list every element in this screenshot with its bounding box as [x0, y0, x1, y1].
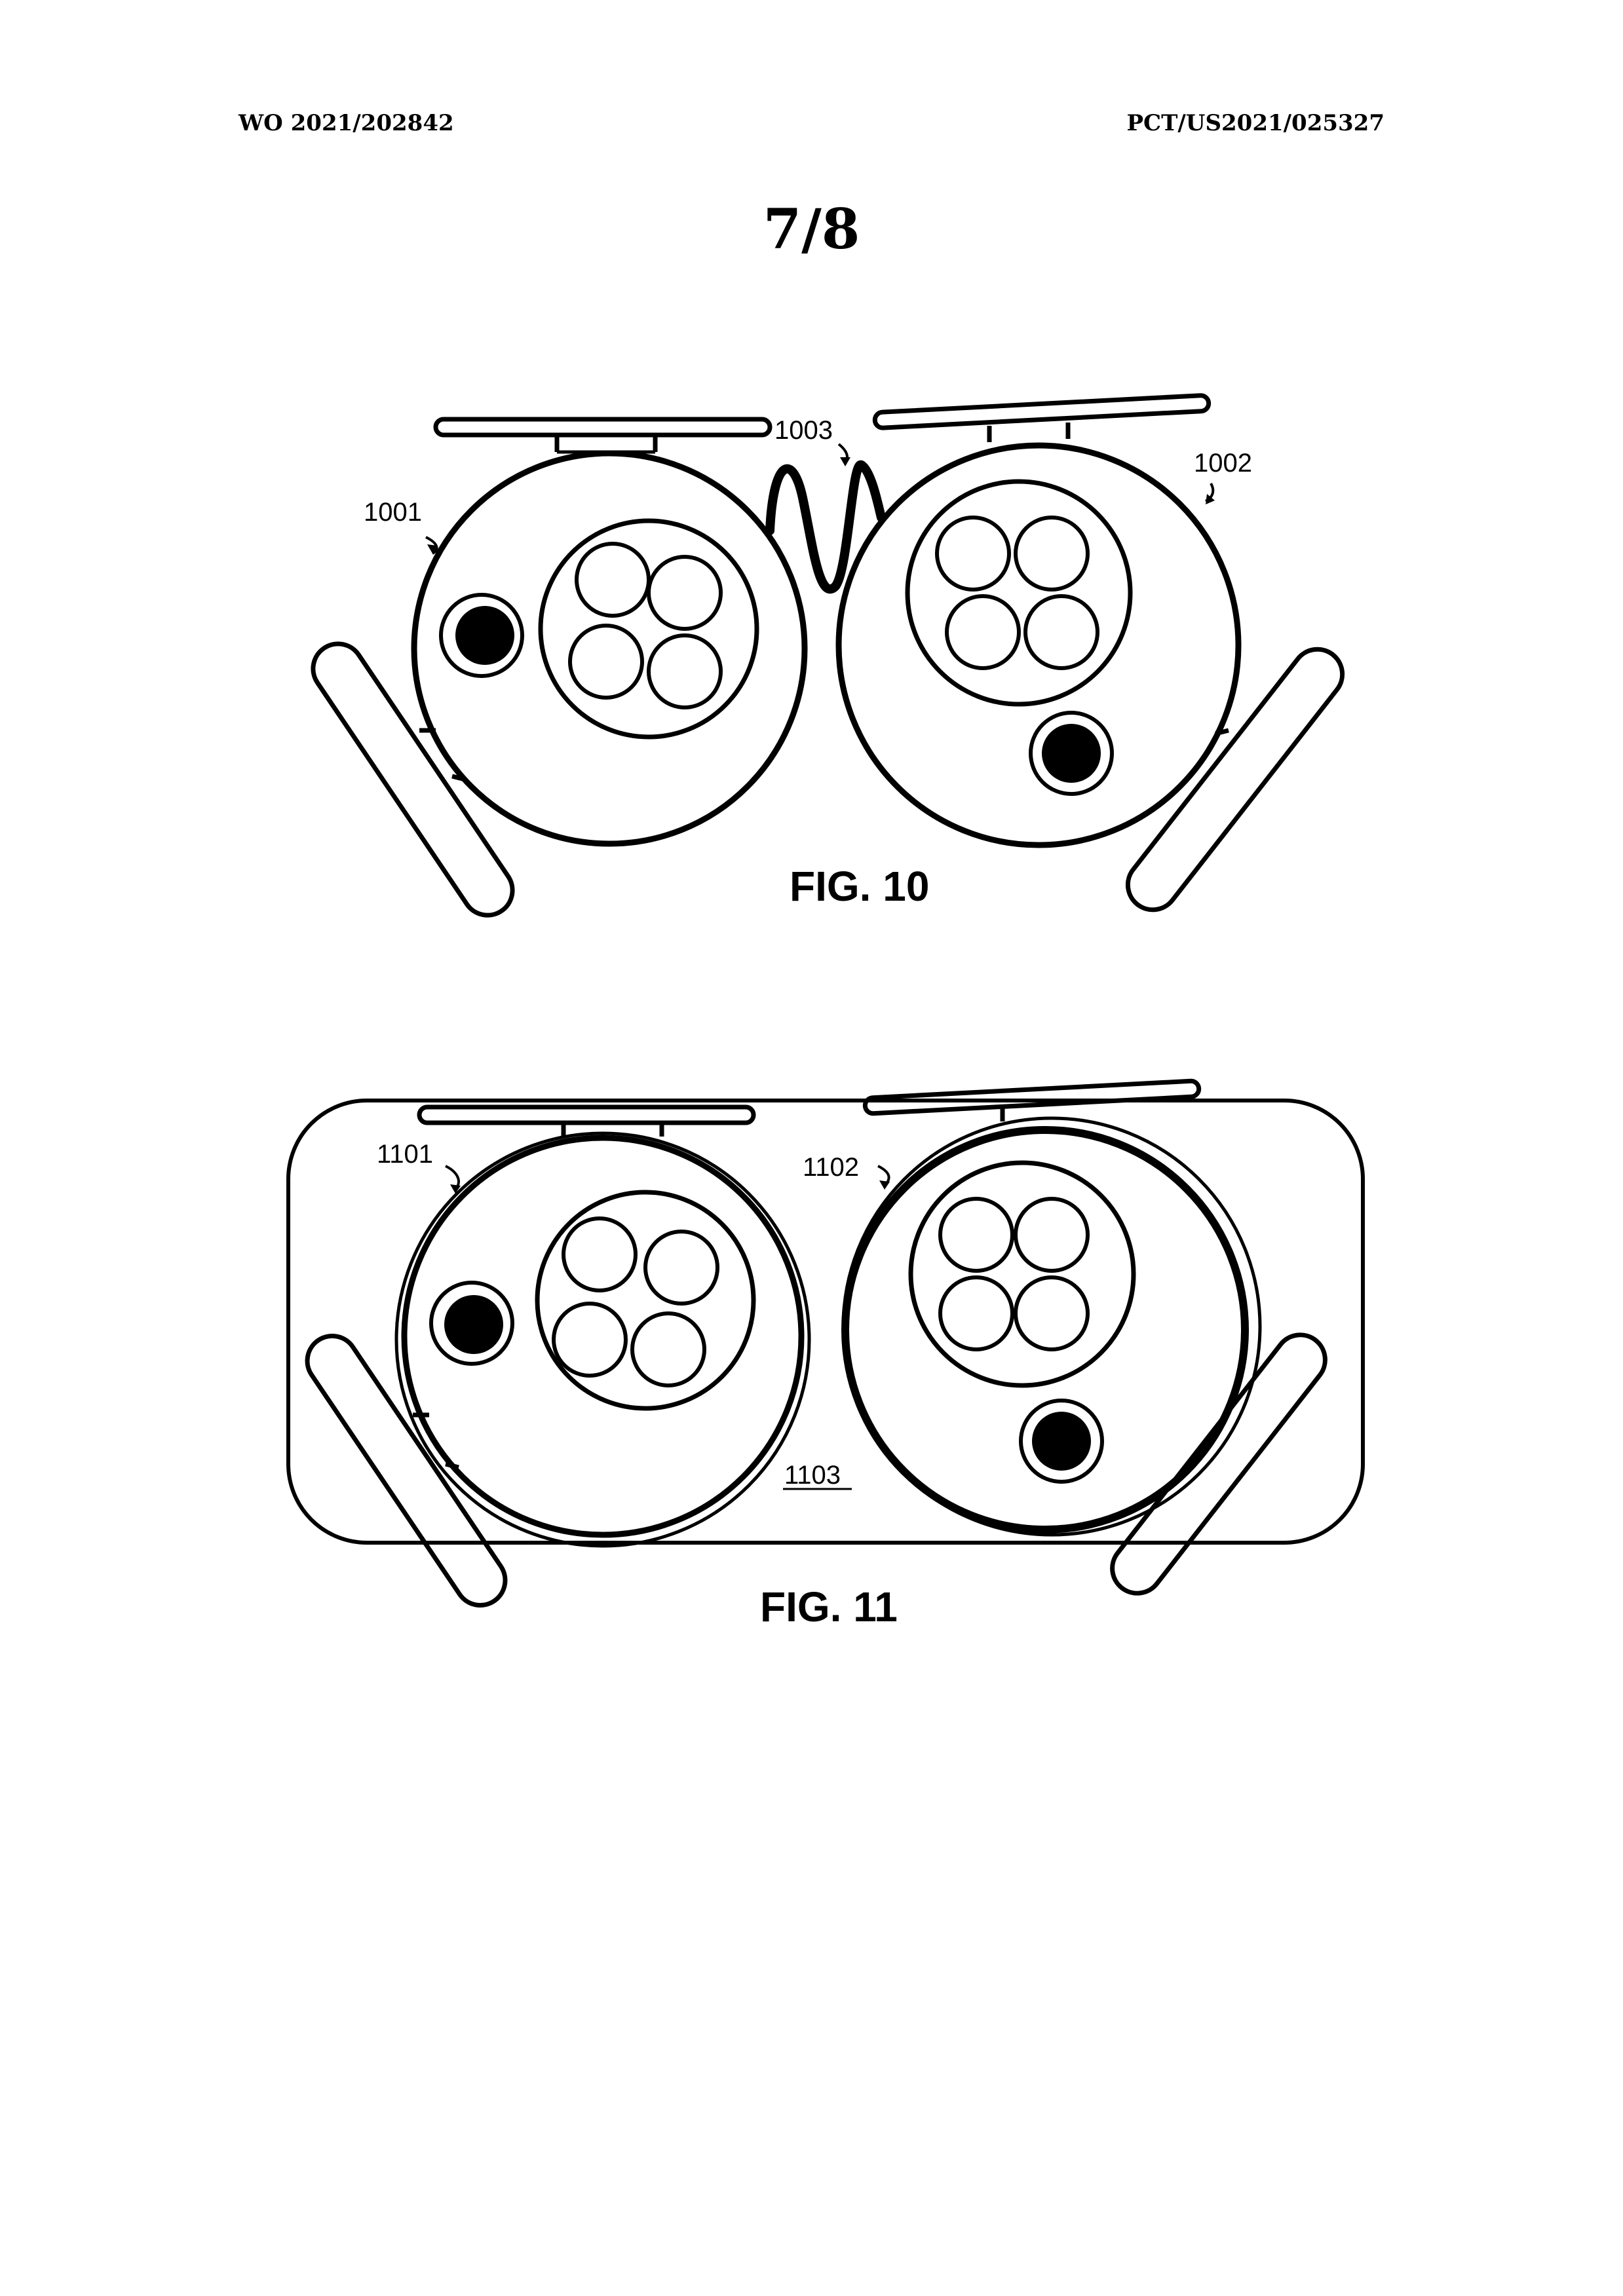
unit-1101 [394, 1131, 811, 1548]
strap-right [1125, 647, 1345, 913]
ref-1101: 1101 [377, 1140, 433, 1169]
caption-fig-11: FIG. 11 [760, 1583, 898, 1630]
top-plate-left-11 [417, 1104, 756, 1137]
ref-1002: 1002 [1194, 449, 1252, 478]
spring-1003 [765, 460, 886, 594]
ref-1103: 1103 [784, 1461, 841, 1490]
sheet-number: 7/8 [763, 197, 860, 261]
ref-1003: 1003 [774, 416, 833, 445]
strap-right-11 [1110, 1332, 1327, 1596]
unit-1102 [841, 1116, 1262, 1537]
figure-11 [286, 1078, 1365, 1608]
figure-10 [311, 393, 1345, 918]
caption-fig-10: FIG. 10 [790, 863, 929, 910]
ref-1001: 1001 [364, 498, 422, 527]
strap-left [311, 641, 515, 918]
housing-1103 [286, 1099, 1365, 1545]
unit-1002 [835, 442, 1242, 848]
top-plate-right [872, 393, 1212, 442]
strap-left-11 [305, 1334, 508, 1608]
top-plate-left [433, 417, 773, 454]
ref-1102: 1102 [803, 1153, 859, 1182]
application-number: PCT/US2021/025327 [1126, 110, 1384, 136]
unit-1001 [411, 450, 808, 847]
publication-number: WO 2021/202842 [239, 110, 454, 136]
top-plate-right-11 [862, 1078, 1202, 1121]
